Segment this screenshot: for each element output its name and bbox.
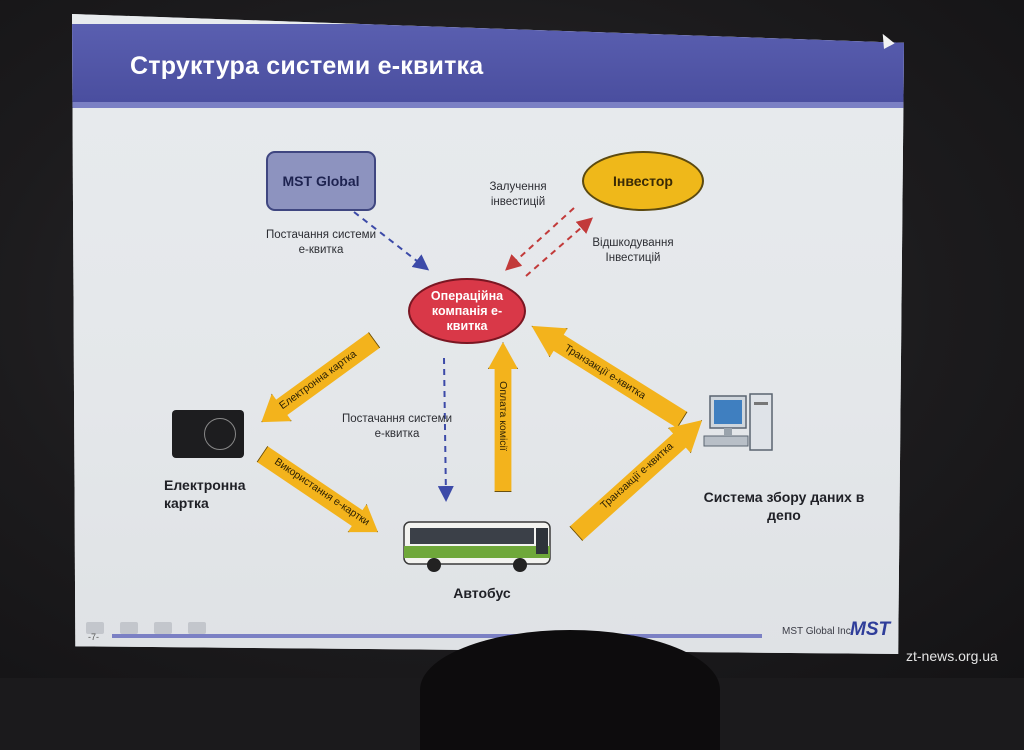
node-operator: Операційна компанія е-квитка — [408, 278, 526, 344]
label-card: Електронна картка — [164, 477, 246, 511]
label-attract-invest: Залучення інвестицій — [489, 181, 547, 208]
supply-dashed-arrow — [353, 211, 430, 271]
invest-dashed-arrow — [505, 207, 575, 271]
title-underline — [72, 102, 904, 108]
audience-head — [420, 630, 720, 750]
slide-title: Структура системи е-квитка — [130, 52, 484, 80]
electronic-card-icon — [172, 410, 244, 458]
bus-icon — [403, 521, 551, 572]
card-chip-icon — [204, 418, 236, 450]
label-refund-invest: Відшкодування Інвестицій — [592, 237, 674, 264]
nav-back-icon — [86, 622, 104, 634]
footer-company: MST Global Inc — [782, 626, 851, 637]
nav-forward-icon — [188, 622, 206, 634]
arrow-fee-label: Оплата комісії — [497, 381, 509, 451]
slide: Структура системи е-квитка MST Global Ін… — [72, 14, 904, 654]
label-supply-top: Постачання системи е-квитка — [266, 229, 376, 256]
label-depot: Система збору даних в депо — [703, 489, 865, 523]
node-investor: Інвестор — [582, 151, 704, 211]
footer-line — [112, 634, 762, 638]
bus-supply-dashed-arrow — [437, 357, 454, 502]
footer-logo: MST — [850, 619, 891, 640]
label-supply-bus: Постачання системи е-квитка — [342, 413, 452, 440]
projection-screen: Структура системи е-квитка MST Global Ін… — [72, 14, 904, 654]
label-bus: Автобус — [453, 585, 511, 601]
watermark: zt-news.org.ua — [906, 648, 998, 664]
page-number: -7- — [88, 632, 99, 642]
node-mst-global: MST Global — [266, 151, 376, 211]
refund-dashed-arrow — [525, 217, 594, 277]
computer-icon — [703, 393, 773, 451]
nav-pen-icon — [120, 622, 138, 634]
nav-menu-icon — [154, 622, 172, 634]
connector-lines — [353, 207, 594, 502]
